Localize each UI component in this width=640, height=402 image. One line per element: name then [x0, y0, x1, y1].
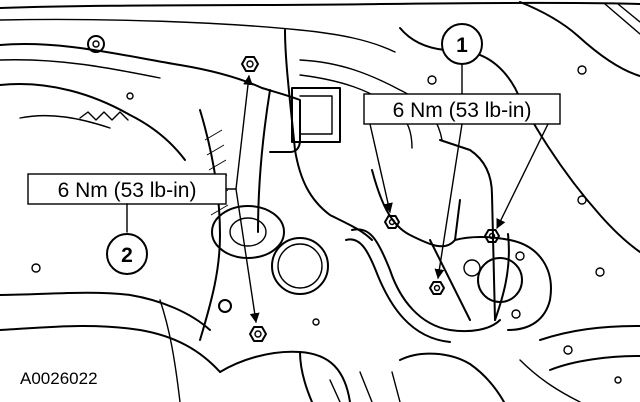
callout-2-arrow-down — [235, 188, 260, 323]
callout-2-number: 2 — [121, 244, 133, 267]
fastener-nuts — [241, 56, 500, 342]
callout-1-number: 1 — [456, 34, 468, 57]
nut-right-lower — [429, 281, 445, 295]
callout-2-arrow-up — [235, 75, 253, 190]
callout-1-arrow-b — [434, 123, 463, 279]
callout-1-torque-box — [363, 93, 561, 125]
callout-1-arrow-a — [369, 123, 393, 213]
callout-2-circle — [106, 233, 148, 275]
nut-right-upper — [384, 215, 400, 229]
callout-2-torque-label: 6 Nm (53 lb-in) — [58, 179, 197, 202]
callout-2-torque-box — [27, 173, 227, 205]
nut-lower-left — [249, 326, 267, 342]
callout-item-2: 6 Nm (53 lb-in) 2 — [27, 75, 260, 323]
callout-1-torque-label: 6 Nm (53 lb-in) — [393, 99, 532, 122]
nut-upper-left — [241, 56, 259, 72]
callout-1-arrow-c — [496, 123, 549, 229]
nut-right-far — [484, 229, 500, 243]
figure-reference-code: A0026022 — [20, 369, 98, 388]
callout-item-1: 1 6 Nm (53 lb-in) — [363, 23, 561, 279]
